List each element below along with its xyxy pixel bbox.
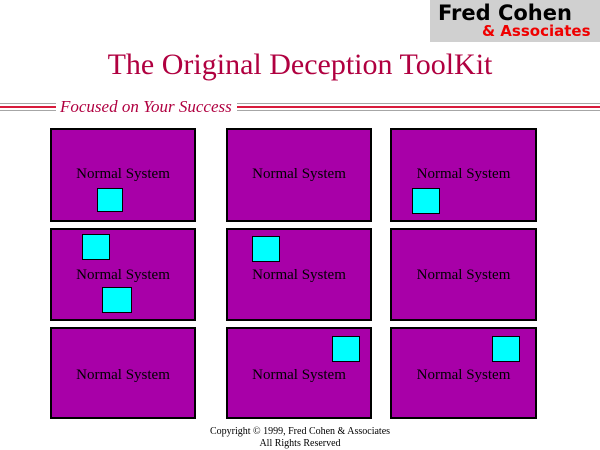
system-box[interactable]: Normal System bbox=[226, 128, 372, 222]
tagline-band: Focused on Your Success bbox=[0, 97, 600, 122]
deception-decoy-marker[interactable] bbox=[492, 336, 520, 362]
system-box[interactable]: Normal System bbox=[390, 128, 537, 222]
logo-company-subtitle: & Associates bbox=[482, 22, 591, 40]
rule-line-gray-top bbox=[0, 103, 56, 104]
system-box-label: Normal System bbox=[252, 166, 346, 182]
deception-decoy-marker[interactable] bbox=[252, 236, 280, 262]
system-box-label: Normal System bbox=[76, 267, 170, 283]
tagline-rule-left bbox=[0, 103, 56, 112]
rule-line-red bbox=[0, 106, 56, 108]
system-box[interactable]: Normal System bbox=[50, 228, 196, 321]
footer-line-1: Copyright © 1999, Fred Cohen & Associate… bbox=[209, 426, 391, 437]
footer-copyright: Copyright © 1999, Fred Cohen & Associate… bbox=[0, 426, 600, 450]
rule-line-gray-top bbox=[237, 103, 600, 104]
system-box[interactable]: Normal System bbox=[390, 327, 537, 419]
deception-decoy-marker[interactable] bbox=[412, 188, 440, 214]
deception-decoy-marker[interactable] bbox=[82, 234, 110, 260]
tagline-text: Focused on Your Success bbox=[60, 97, 232, 116]
rule-line-gray-bottom bbox=[0, 110, 56, 111]
system-box[interactable]: Normal System bbox=[390, 228, 537, 321]
rule-line-gray-bottom bbox=[237, 110, 600, 111]
logo-company-name: Fred Cohen bbox=[438, 1, 572, 25]
rule-line-red bbox=[237, 106, 600, 108]
system-box-label: Normal System bbox=[76, 166, 170, 182]
logo-underline-accent bbox=[580, 40, 600, 42]
system-box-label: Normal System bbox=[76, 367, 170, 383]
deception-decoy-marker[interactable] bbox=[97, 188, 123, 212]
tagline-rule-right bbox=[237, 103, 600, 112]
system-box[interactable]: Normal System bbox=[50, 327, 196, 419]
system-box[interactable]: Normal System bbox=[226, 228, 372, 321]
system-box[interactable]: Normal System bbox=[50, 128, 196, 222]
company-logo: Fred Cohen & Associates bbox=[430, 0, 600, 42]
system-box[interactable]: Normal System bbox=[226, 327, 372, 419]
footer-line-2: All Rights Reserved bbox=[259, 438, 341, 449]
deception-decoy-marker[interactable] bbox=[102, 287, 132, 313]
system-box-label: Normal System bbox=[416, 166, 511, 182]
system-box-label: Normal System bbox=[252, 267, 346, 283]
system-box-label: Normal System bbox=[416, 267, 511, 283]
system-box-label: Normal System bbox=[416, 367, 511, 383]
deception-decoy-marker[interactable] bbox=[332, 336, 360, 362]
system-box-label: Normal System bbox=[252, 367, 346, 383]
page-title: The Original Deception ToolKit bbox=[107, 48, 493, 81]
